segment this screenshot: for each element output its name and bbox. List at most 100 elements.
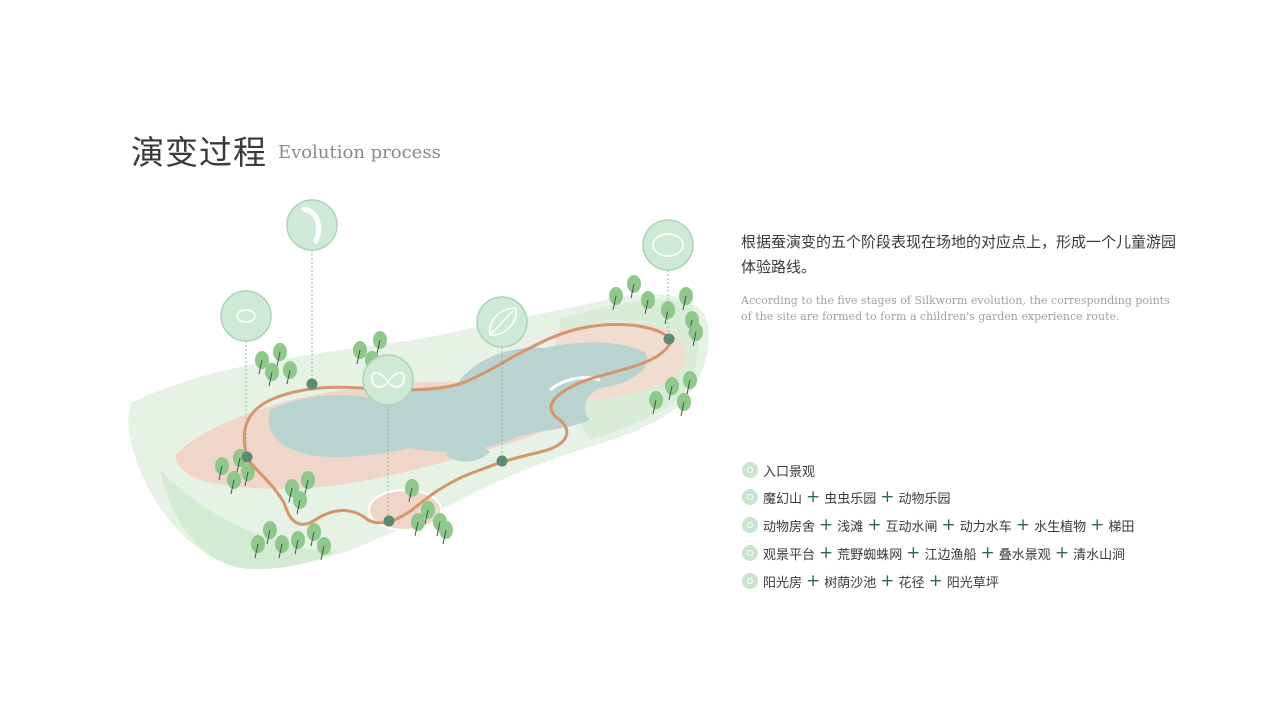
legend-row: 入口景观 <box>742 460 816 480</box>
legend-item: 入口景观 <box>763 464 816 480</box>
bridge <box>549 376 601 392</box>
tree-icon <box>241 463 255 487</box>
legend-item: 清水山涧 <box>1073 547 1126 563</box>
tree-icon <box>317 537 331 561</box>
legend-item: 虫虫乐园 <box>824 491 877 507</box>
butterfly-icon <box>742 573 758 589</box>
plus-icon: + <box>980 542 995 563</box>
larva-icon <box>301 206 322 244</box>
tree-icon <box>275 535 289 559</box>
site-route-map <box>128 199 709 570</box>
legend-item: 花径 <box>898 575 925 591</box>
legend-row: 魔幻山+虫虫乐园+动物乐园 <box>742 487 952 507</box>
legend-row: 动物房舍+浅滩+互动水闸+动力水车+水生植物+梯田 <box>742 515 1135 535</box>
legend-item: 动物乐园 <box>898 491 951 507</box>
stage-marker-larva <box>286 199 338 251</box>
stage-marker-butterfly <box>362 354 414 406</box>
plus-icon: + <box>880 570 895 591</box>
tree-icon <box>291 531 305 555</box>
tree-icon <box>373 331 387 355</box>
tree-icon <box>265 363 279 387</box>
tree-icon <box>215 457 229 481</box>
tree-icon <box>689 323 703 347</box>
legend-item: 动物房舍 <box>763 519 816 535</box>
marker-stems <box>245 250 669 521</box>
tree-icon <box>405 479 419 503</box>
legend-item: 互动水闸 <box>885 519 938 535</box>
stage-marker-egg <box>220 290 272 342</box>
legend-item: 阳光房 <box>763 575 803 591</box>
tree-icon <box>649 391 663 415</box>
water-inlet <box>445 444 490 462</box>
tree-icon <box>283 361 297 385</box>
tree-icon <box>255 351 269 375</box>
cocoon-icon <box>742 517 758 533</box>
legend-item: 叠水景观 <box>998 547 1051 563</box>
route-node <box>241 451 253 463</box>
route-node <box>663 333 675 345</box>
plus-icon: + <box>906 542 921 563</box>
tree-icon <box>411 513 425 537</box>
legend-item: 梯田 <box>1108 519 1135 535</box>
legend-item: 魔幻山 <box>763 491 803 507</box>
tree-icon <box>665 377 679 401</box>
plus-icon: + <box>867 514 882 535</box>
description-en: According to the five stages of Silkworm… <box>741 294 1170 323</box>
plus-icon: + <box>819 542 834 563</box>
description-cn: 根据蚕演变的五个阶段表现在场地的对应点上，形成一个儿童游园体验路线。 <box>741 233 1177 276</box>
plus-icon: + <box>928 570 943 591</box>
tree-icon <box>439 521 453 545</box>
stage-marker-leaf <box>476 296 528 348</box>
legend-item: 阳光草坪 <box>946 575 999 591</box>
tree-icon <box>609 287 623 311</box>
butterfly-icon <box>371 372 405 388</box>
legend-item: 水生植物 <box>1034 519 1087 535</box>
plus-icon: + <box>1054 542 1070 563</box>
plus-icon: + <box>941 514 956 535</box>
tree-icon <box>421 501 435 525</box>
route-node <box>383 515 395 527</box>
legend-item: 江边渔船 <box>924 547 977 563</box>
water-main <box>268 342 648 458</box>
route-node <box>496 455 508 467</box>
route-node <box>306 378 318 390</box>
route-nodes <box>241 333 675 527</box>
entrance-icon <box>742 462 758 478</box>
plus-icon: + <box>1015 514 1031 535</box>
stage-markers <box>220 199 694 406</box>
legend-item: 观景平台 <box>763 547 816 563</box>
plus-icon: + <box>806 486 821 507</box>
page-subtitle: Evolution process <box>278 142 441 163</box>
tree-icon <box>293 491 307 515</box>
tree-icon <box>683 371 697 395</box>
plus-icon: + <box>880 486 895 507</box>
tree-icon <box>227 471 241 495</box>
silkworm-icon <box>742 489 758 505</box>
stage-marker-cocoon <box>642 219 694 271</box>
cocoon-icon <box>652 233 684 257</box>
tree-icon <box>627 275 641 299</box>
page-title: 演变过程 <box>131 133 267 172</box>
leaf-icon <box>742 545 758 561</box>
leaf-icon <box>489 307 517 336</box>
legend-row: 阳光房+树荫沙池+花径+阳光草坪 <box>742 571 1000 591</box>
tree-icon <box>641 291 655 315</box>
egg-icon <box>236 309 256 323</box>
legend-item: 荒野蜘蛛网 <box>837 547 903 563</box>
tree-icon <box>285 479 299 503</box>
plus-icon: + <box>819 514 834 535</box>
legend-item: 树荫沙池 <box>824 575 877 591</box>
tree-icon <box>263 521 277 545</box>
tree-icon <box>353 341 367 365</box>
tree-icon <box>301 471 315 495</box>
legend-item: 动力水车 <box>959 519 1012 535</box>
tree-icon <box>273 343 287 367</box>
tree-icon <box>251 535 265 559</box>
tree-icon <box>307 523 321 547</box>
legend-item: 浅滩 <box>837 519 864 535</box>
grass-southwest <box>160 470 340 570</box>
tree-group <box>215 275 703 561</box>
plus-icon: + <box>1090 514 1105 535</box>
plus-icon: + <box>806 570 821 591</box>
tree-icon <box>679 287 693 311</box>
